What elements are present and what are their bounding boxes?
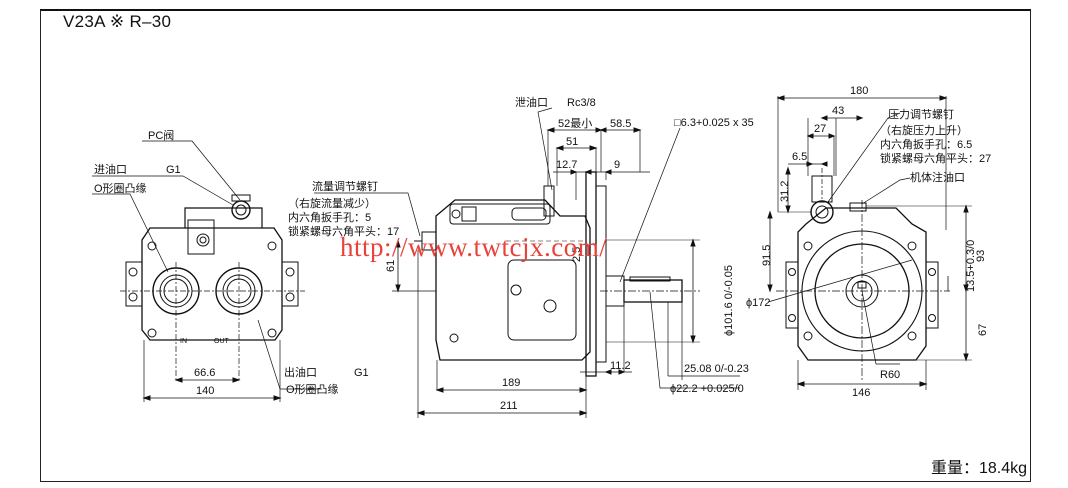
- key-dim: □6.3+0.025 x 35: [674, 117, 754, 129]
- dim-140: 140: [196, 385, 214, 397]
- outlet-flange-label: O形圈凸缘: [286, 383, 339, 396]
- dim-101-6: ϕ101.6 0/-0.05: [723, 265, 735, 336]
- inlet-label: 进油口: [94, 162, 127, 176]
- flow-screw-label: 流量调节螺钉: [312, 179, 378, 193]
- dim-25-08: 25.08 0/-0.23: [684, 363, 749, 375]
- dim-93: 93: [975, 250, 987, 262]
- dim-12-7: 12.7: [556, 159, 577, 171]
- dim-43: 43: [832, 105, 844, 117]
- inlet-flange-label: O形圈凸缘: [94, 182, 147, 195]
- dim-27: 27: [814, 123, 826, 135]
- drawing-frame: [40, 9, 1031, 482]
- press-note-3: 锁紧螺母六角平头：27: [880, 151, 991, 165]
- dim-2-5: 2.5: [571, 247, 583, 262]
- dim-189: 189: [502, 377, 520, 389]
- press-note-1: （右旋压力上升）: [880, 123, 968, 137]
- flow-note-1: （右旋流量减少）: [288, 196, 376, 210]
- watermark: http://www.twtcjx.com/: [340, 232, 608, 262]
- dim-180: 180: [850, 85, 868, 97]
- outlet-size: G1: [354, 367, 369, 379]
- dim-11-2: 11.2: [610, 360, 631, 372]
- dim-52: 52最小: [558, 117, 592, 130]
- dim-61: 61: [385, 260, 397, 272]
- drain-size: Rc3/8: [567, 97, 596, 109]
- press-note-2: 内六角扳手孔：6.5: [880, 137, 972, 151]
- dim-6-5: 6.5: [792, 151, 807, 163]
- dim-51: 51: [566, 136, 578, 148]
- weight-label: 重量：18.4kg: [930, 460, 1027, 477]
- dim-146: 146: [852, 387, 870, 399]
- fill-port-label: 机体注油口: [910, 170, 965, 184]
- pc-valve-label: PC阀: [148, 128, 174, 142]
- pressure-screw-label: 压力调节螺钉: [888, 108, 954, 121]
- right-view: [767, 95, 972, 390]
- middle-view: [314, 107, 740, 418]
- inlet-size: G1: [166, 164, 181, 176]
- dim-91-5: 91.5: [761, 245, 773, 266]
- flow-note-3: 锁紧螺母六角平头：17: [288, 224, 399, 238]
- dim-13-5: 13.5+0.3/0: [965, 240, 977, 292]
- dim-31-2: 31.2: [779, 181, 791, 202]
- dim-9: 9: [614, 159, 620, 171]
- flow-note-2: 内六角扳手孔：5: [288, 210, 371, 224]
- drain-label: 泄油口: [515, 95, 548, 109]
- out-mark: OUT: [214, 338, 230, 345]
- dim-172: ϕ172: [746, 297, 771, 309]
- left-view: [92, 140, 322, 402]
- dim-66-6: 66.6: [194, 367, 215, 379]
- dim-22-2: ϕ22.2 +0.025/0: [670, 383, 744, 395]
- drawing-title: V23A ※ R–30: [63, 12, 172, 31]
- in-mark: IN: [180, 338, 187, 345]
- r60-label: R60: [880, 369, 900, 381]
- dim-58-5: 58.5: [610, 118, 631, 130]
- dim-211: 211: [500, 400, 518, 412]
- outlet-label: 出油口: [284, 365, 317, 379]
- dim-67: 67: [977, 324, 989, 336]
